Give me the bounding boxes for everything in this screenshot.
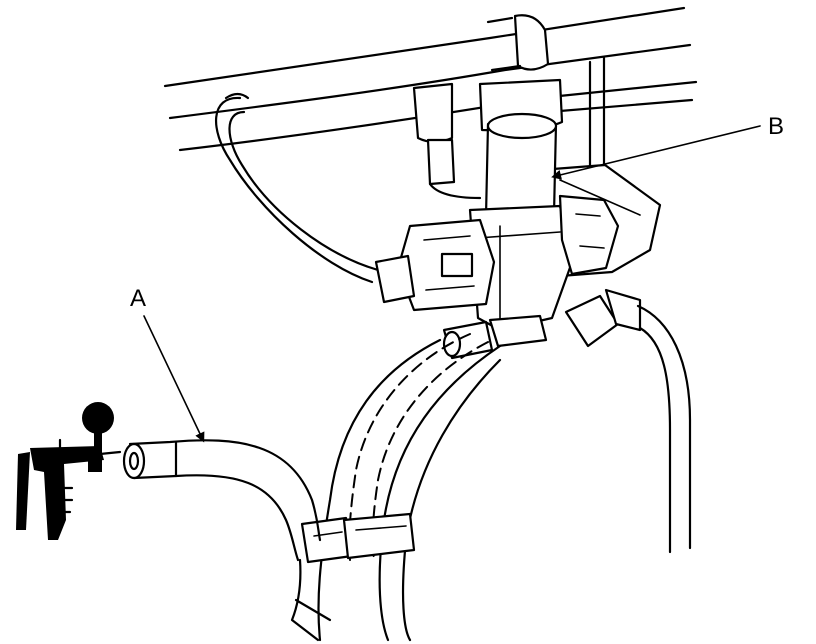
callout-b-leader <box>551 125 761 180</box>
electrical-connector <box>374 218 496 312</box>
lower-fitting <box>442 314 548 360</box>
right-vacuum-hose <box>564 288 692 554</box>
test-hose <box>122 439 322 562</box>
electrical-harness <box>214 92 380 284</box>
rail-clamp <box>486 14 550 72</box>
callout-b-label: B <box>768 113 784 140</box>
hose-ends <box>290 558 332 642</box>
main-vacuum-hoses <box>317 333 502 642</box>
hose-clips <box>300 512 416 564</box>
callout-a-label: A <box>130 285 146 312</box>
callout-a-leader <box>143 315 205 443</box>
callout-leaders <box>143 125 761 443</box>
hand-vacuum-pump-icon <box>16 402 122 540</box>
solenoid-valve <box>468 112 620 332</box>
